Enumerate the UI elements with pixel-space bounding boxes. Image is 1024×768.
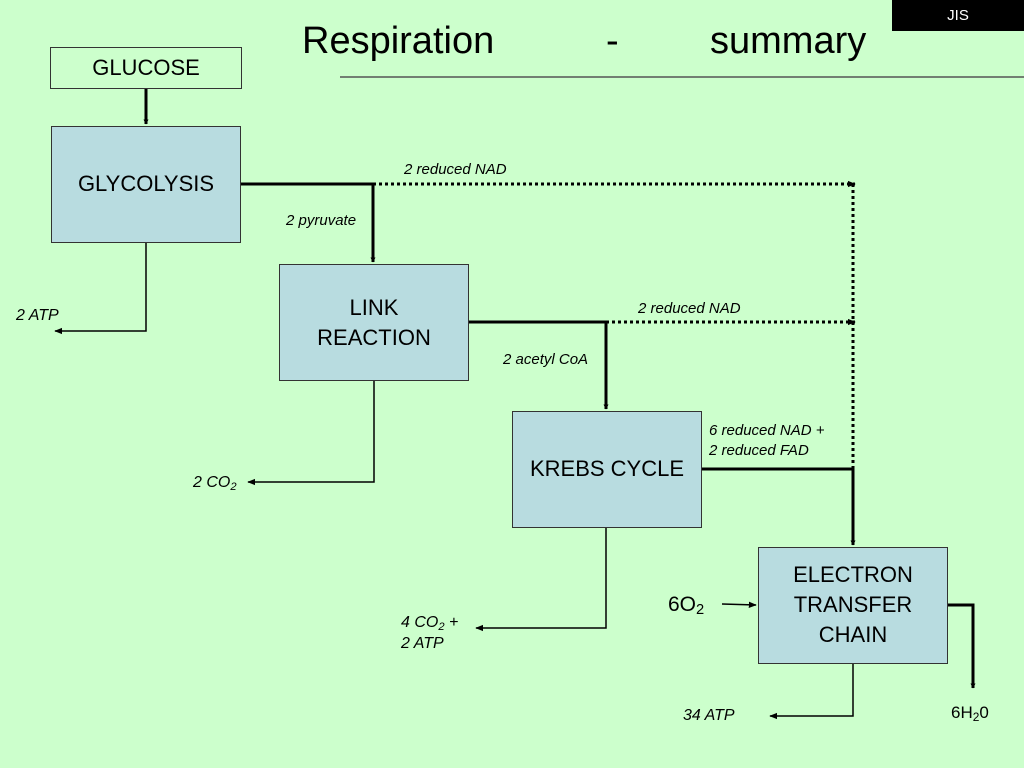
- oxygen-label: 6O2: [668, 593, 705, 618]
- link-reaction-box: LINK REACTION: [279, 264, 469, 381]
- acetyl-coa-label: 2 acetyl CoA: [503, 351, 589, 368]
- glucose-label: GLUCOSE: [92, 55, 200, 80]
- arrow-krebs-etc: [701, 467, 856, 546]
- arrow-oxygen-etc: [721, 601, 757, 608]
- arrow-krebs-co2-atp: [475, 527, 607, 632]
- arrow-glycolysis-atp: [54, 242, 147, 335]
- etc-label-line2: TRANSFER: [793, 592, 913, 617]
- glycolysis-nad-label: 2 reduced NAD: [404, 161, 507, 178]
- title-summary: summary: [710, 20, 867, 62]
- title-dash: -: [606, 20, 619, 62]
- krebs-carriers-label-line2: 2 reduced FAD: [709, 442, 809, 459]
- link-reaction-label-line1: LINK: [349, 295, 399, 320]
- glycolysis-atp-label: 2 ATP: [16, 307, 59, 324]
- water-label: 6H20: [951, 703, 989, 724]
- author-badge: JIS: [892, 0, 1024, 31]
- etc-label-line3: CHAIN: [818, 622, 888, 647]
- arrow-etc-atp: [769, 663, 854, 720]
- etc-atp-label: 34 ATP: [683, 707, 735, 724]
- link-co2-label: 2 CO2: [193, 474, 237, 493]
- krebs-cycle-box: KREBS CYCLE: [512, 411, 702, 528]
- title-respiration: Respiration: [302, 20, 495, 62]
- krebs-cycle-label: KREBS CYCLE: [529, 456, 685, 481]
- arrow-link-co2: [247, 380, 375, 486]
- pyruvate-label: 2 pyruvate: [286, 212, 357, 229]
- glycolysis-label: GLYCOLYSIS: [77, 171, 215, 196]
- krebs-co2-label: 4 CO2 +: [401, 614, 459, 633]
- link-reaction-label-line2: REACTION: [317, 325, 431, 350]
- electron-transfer-chain-box: ELECTRON TRANSFER CHAIN: [758, 547, 948, 664]
- etc-label-line1: ELECTRON: [793, 562, 913, 587]
- arrow-etc-water: [948, 603, 976, 689]
- link-nad-label: 2 reduced NAD: [638, 300, 741, 317]
- glucose-box: GLUCOSE: [50, 47, 242, 89]
- glycolysis-box: GLYCOLYSIS: [51, 126, 241, 243]
- krebs-atp-label: 2 ATP: [401, 635, 444, 652]
- krebs-carriers-label-line1: 6 reduced NAD +: [709, 422, 825, 439]
